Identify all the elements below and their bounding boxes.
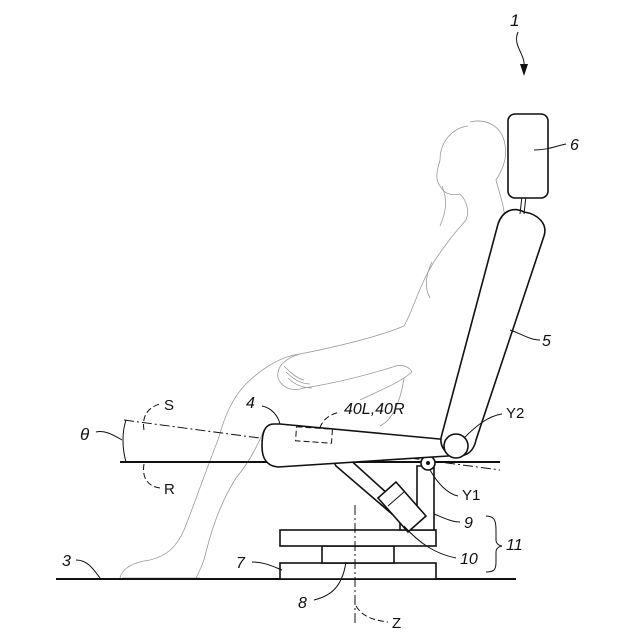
base-plate xyxy=(280,563,436,579)
leader-3 xyxy=(76,560,100,578)
label-8: 8 xyxy=(298,595,307,612)
label-7: 7 xyxy=(236,555,246,572)
leader-r xyxy=(144,464,160,488)
label-4: 4 xyxy=(246,395,255,412)
headrest xyxy=(508,114,548,198)
label-5: 5 xyxy=(542,333,551,350)
label-9: 9 xyxy=(464,515,473,532)
label-y1: Y1 xyxy=(462,487,480,504)
occupant-silhouette xyxy=(120,121,506,578)
label-6: 6 xyxy=(570,137,579,154)
upper-plate xyxy=(280,530,436,546)
label-1: 1 xyxy=(510,11,519,30)
leader-4 xyxy=(262,406,280,424)
label-3: 3 xyxy=(62,553,71,570)
pedestal xyxy=(322,546,394,563)
leader-7 xyxy=(252,562,282,570)
leader-sensor xyxy=(320,412,340,428)
leader-1 xyxy=(516,32,524,68)
actuator xyxy=(335,455,426,532)
label-s: S xyxy=(164,397,174,414)
label-theta: θ xyxy=(80,425,90,444)
leader-1-arrow xyxy=(520,64,528,76)
leader-theta xyxy=(96,431,122,440)
leader-z xyxy=(356,606,388,622)
label-r: R xyxy=(164,481,175,498)
label-11: 11 xyxy=(506,537,523,554)
label-z: Z xyxy=(392,615,401,632)
leader-9 xyxy=(434,514,460,522)
angle-arc xyxy=(123,420,126,462)
pivot-y1-center xyxy=(426,461,430,465)
bracket-11 xyxy=(486,516,502,572)
label-sensors: 40L,40R xyxy=(344,401,405,418)
leader-5 xyxy=(510,330,540,340)
label-y2: Y2 xyxy=(506,405,524,422)
label-10: 10 xyxy=(460,551,478,568)
leader-s xyxy=(144,404,160,430)
seat-back xyxy=(441,210,545,456)
